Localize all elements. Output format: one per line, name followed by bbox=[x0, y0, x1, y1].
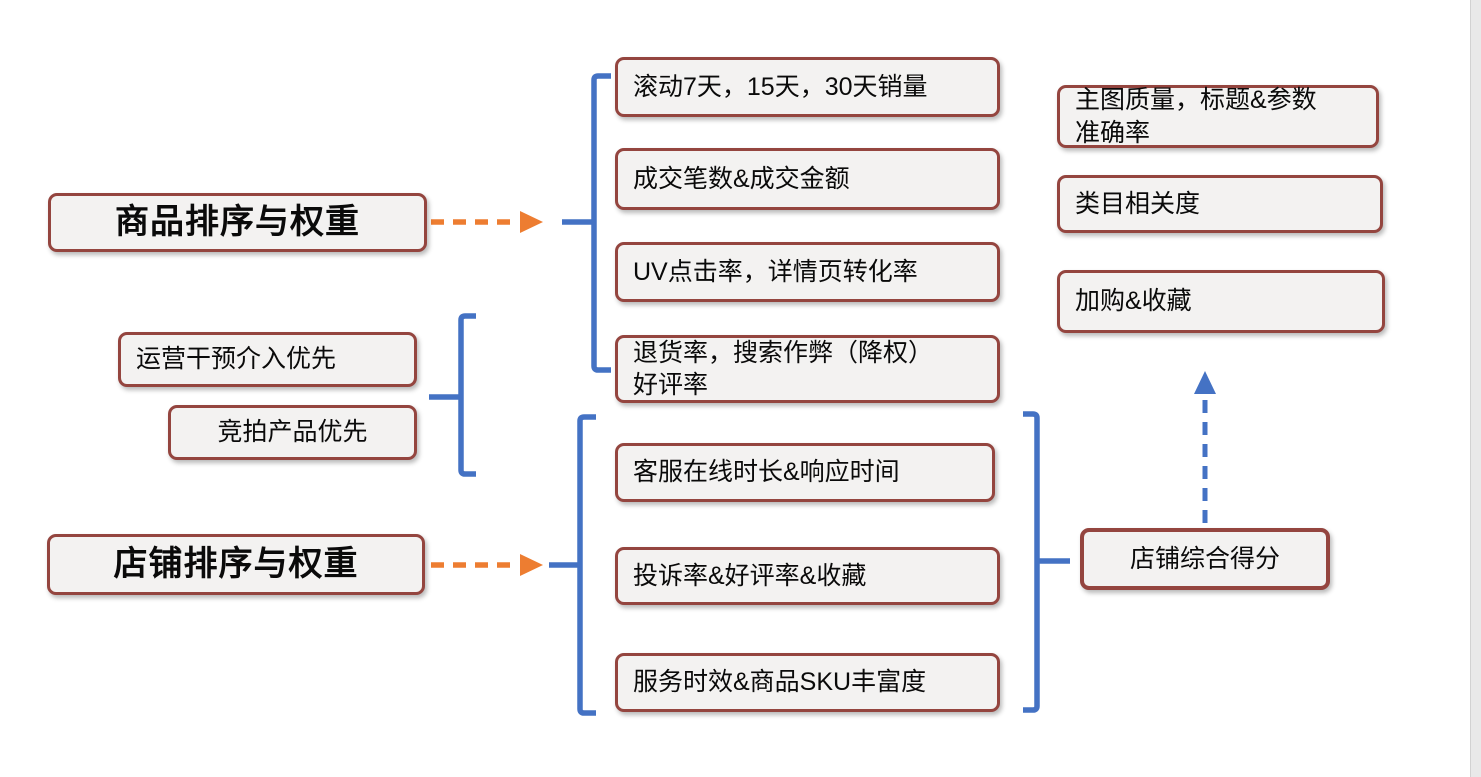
arrow-right-icon bbox=[520, 211, 543, 233]
node-product-ranking-title: 商品排序与权重 bbox=[48, 193, 427, 252]
canvas-edge-strip bbox=[1470, 0, 1481, 777]
arrow-right-icon bbox=[520, 554, 543, 576]
node-service-sku-richness: 服务时效&商品SKU丰富度 bbox=[615, 653, 1000, 712]
node-store-ranking-title: 店铺排序与权重 bbox=[47, 534, 425, 595]
product-factors-bracket bbox=[591, 73, 611, 373]
node-ops-priority: 运营干预介入优先 bbox=[118, 332, 417, 387]
node-complaint-rating-favorites: 投诉率&好评率&收藏 bbox=[615, 547, 1000, 605]
store-score-bracket bbox=[1023, 411, 1040, 713]
arrow-up-icon bbox=[1194, 371, 1216, 394]
node-auction-priority: 竞拍产品优先 bbox=[168, 405, 417, 460]
node-rolling-sales: 滚动7天，15天，30天销量 bbox=[615, 57, 1000, 117]
priority-bracket bbox=[458, 313, 476, 477]
node-service-online-response: 客服在线时长&响应时间 bbox=[615, 443, 995, 502]
store-factors-bracket bbox=[577, 414, 596, 716]
node-category-relevance: 类目相关度 bbox=[1057, 175, 1383, 233]
node-return-cheat-rating: 退货率，搜索作弊（降权） 好评率 bbox=[615, 335, 1000, 403]
node-transactions-amount: 成交笔数&成交金额 bbox=[615, 148, 1000, 210]
node-cart-favorites: 加购&收藏 bbox=[1057, 270, 1385, 333]
node-uv-ctr-conversion: UV点击率，详情页转化率 bbox=[615, 242, 1000, 302]
node-image-title-accuracy: 主图质量，标题&参数 准确率 bbox=[1057, 85, 1379, 148]
node-store-score: 店铺综合得分 bbox=[1080, 528, 1330, 590]
